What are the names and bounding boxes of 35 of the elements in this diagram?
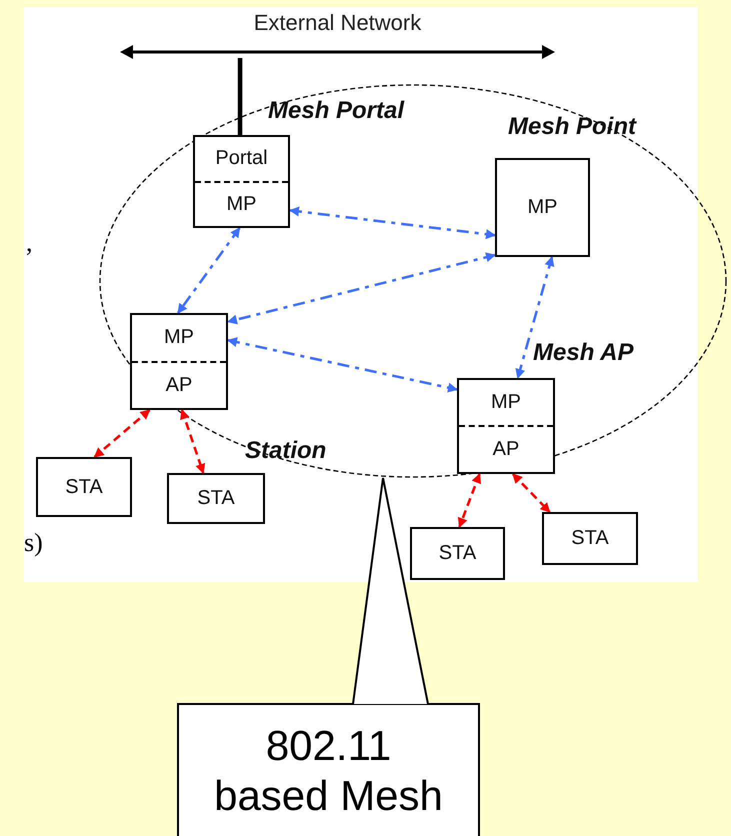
box-label: STA — [197, 487, 235, 510]
node-box — [495, 158, 590, 257]
link-arrow — [94, 409, 150, 458]
link-arrow — [515, 256, 554, 379]
link-arrow — [512, 473, 551, 513]
node-box — [36, 457, 132, 517]
box-label: MP — [226, 192, 256, 216]
link-arrow — [227, 252, 496, 324]
box-label: STA — [438, 542, 476, 565]
box-label: MP — [528, 196, 558, 219]
link-arrow — [227, 337, 458, 392]
cut-off-text: s) — [24, 528, 43, 558]
link-arrow — [180, 409, 206, 474]
node-box — [542, 512, 638, 565]
box-label: AP — [492, 438, 520, 461]
box-label: STA — [65, 476, 103, 498]
node-caption: Mesh AP — [533, 339, 634, 367]
link-arrow — [458, 473, 482, 528]
box-label: STA — [571, 527, 609, 550]
link-arrow — [289, 206, 496, 240]
box-label: MP — [491, 391, 521, 414]
node-box — [410, 527, 505, 580]
callout-text: 802.11 based Mesh — [213, 721, 444, 822]
cut-off-text: , — [26, 228, 32, 258]
box-label: Portal — [215, 147, 268, 170]
connector-line — [238, 58, 242, 135]
node-caption: Mesh Portal — [268, 97, 404, 125]
node-box — [130, 313, 228, 410]
box-label: AP — [166, 374, 192, 397]
network-label: External Network — [252, 10, 422, 36]
node-box — [193, 135, 290, 228]
box-label: MP — [164, 326, 194, 350]
node-box — [457, 378, 555, 474]
node-box — [167, 473, 265, 524]
link-arrow — [177, 227, 241, 314]
